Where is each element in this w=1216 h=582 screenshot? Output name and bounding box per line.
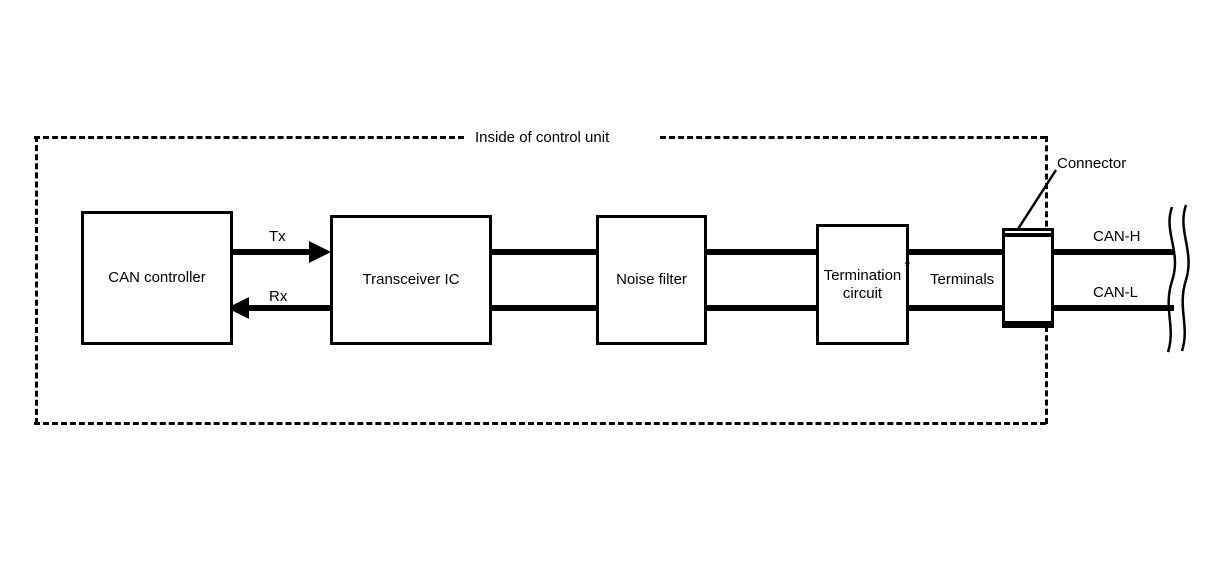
block-transceiver-ic[interactable]: Transceiver IC (330, 215, 492, 345)
cable-break-wave-left-icon (1166, 206, 1177, 353)
bus-line-can-low-external (1054, 305, 1174, 311)
connector-top-bar (1005, 233, 1051, 237)
terminals-label: Terminals (928, 270, 997, 289)
cable-break-wave-right-icon (1180, 204, 1190, 352)
bus-line-high-transceiver-noisefilter (489, 249, 599, 255)
rx-arrow-shaft (245, 305, 331, 311)
bus-line-low-noisefilter-termination (704, 305, 819, 311)
block-termination-circuit-label-line2: circuit (842, 284, 883, 302)
enclosure-border-top-right (660, 136, 1046, 139)
enclosure-border-top-left (34, 136, 464, 139)
block-can-controller[interactable]: CAN controller (81, 211, 233, 345)
connector-body[interactable] (1002, 228, 1054, 328)
enclosure-border-bottom (34, 422, 1046, 425)
rx-label: Rx (269, 288, 288, 305)
enclosure-border-left (35, 136, 38, 424)
block-transceiver-ic-label: Transceiver IC (362, 271, 460, 289)
bus-line-low-termination-connector (906, 305, 1006, 311)
block-termination-circuit[interactable]: Termination circuit * (816, 224, 911, 345)
enclosure-border-right-lower (1045, 326, 1048, 424)
can-high-label: CAN-H (1093, 228, 1141, 245)
tx-label: Tx (269, 228, 286, 245)
bus-line-low-transceiver-noisefilter (489, 305, 599, 311)
block-termination-circuit-label-line1: Termination (823, 266, 902, 284)
enclosure-border-right-upper (1045, 136, 1048, 236)
footnote-asterisk-marker: * (904, 257, 911, 275)
enclosure-title: Inside of control unit (475, 129, 610, 146)
bus-line-high-termination-connector (906, 249, 1006, 255)
block-can-controller-label: CAN controller (108, 269, 206, 287)
block-termination-circuit-label: Termination circuit * (823, 259, 911, 302)
block-noise-filter[interactable]: Noise filter (596, 215, 707, 345)
connector-bottom-bar (1005, 321, 1051, 325)
tx-arrow-shaft (233, 249, 321, 255)
connector-leader-line (1016, 169, 1058, 230)
can-low-label: CAN-L (1093, 284, 1139, 301)
connector-label: Connector (1057, 155, 1127, 172)
tx-arrow-head-icon (309, 241, 331, 263)
bus-line-high-noisefilter-termination (704, 249, 819, 255)
bus-line-can-high-external (1054, 249, 1174, 255)
block-noise-filter-label: Noise filter (616, 271, 687, 289)
